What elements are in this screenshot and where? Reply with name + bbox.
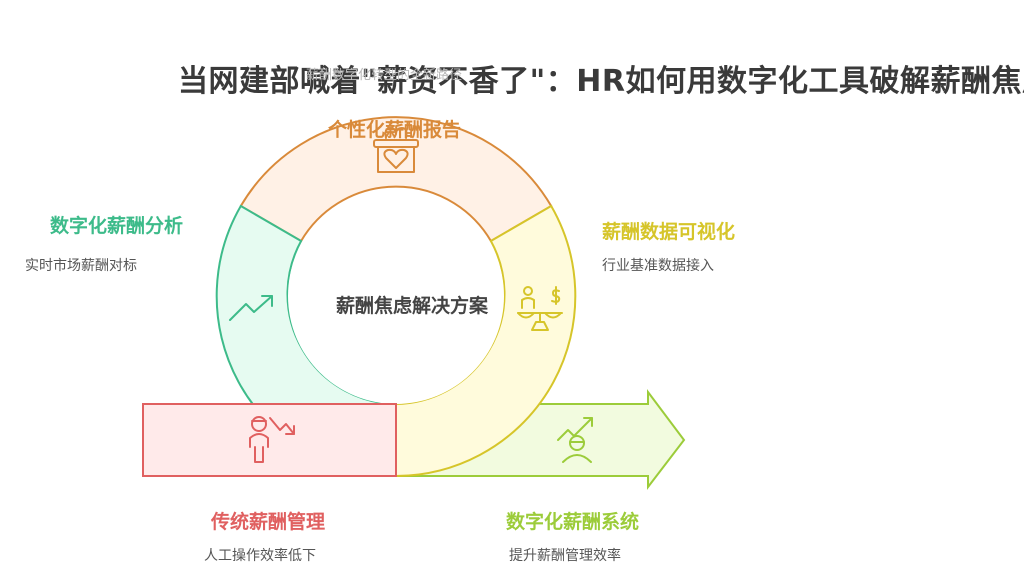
- traditional-desc: 人工操作效率低下: [204, 548, 316, 564]
- page-subtitle: 薪酬数字化转型的全新路径: [306, 68, 463, 83]
- balance-person-icon: [517, 286, 563, 331]
- visualization-desc: 行业基准数据接入: [602, 258, 714, 274]
- digital-analysis-label: 数字化薪酬分析: [50, 215, 184, 237]
- person-trending-down-icon: [249, 416, 295, 463]
- center-label: 薪酬焦虑解决方案: [336, 295, 489, 317]
- digital-system-label: 数字化薪酬系统: [506, 511, 640, 533]
- traditional-label: 传统薪酬管理: [211, 511, 326, 533]
- segment-visualization: [395, 204, 577, 478]
- personalized-report-label: 个性化薪酬报告: [328, 119, 462, 141]
- digital-analysis-desc: 实时市场薪酬对标: [25, 258, 137, 274]
- segment-personalized-report: [239, 116, 553, 243]
- center-circle: [288, 188, 504, 404]
- heart-box-icon: [373, 127, 419, 173]
- page-title: 当网建部喊着"薪资不香了"：HR如何用数字化工具破解薪酬焦虑: [178, 64, 1024, 99]
- traditional-box: [142, 403, 397, 477]
- person-trending-up-icon: [557, 417, 593, 463]
- digital-system-desc: 提升薪酬管理效率: [509, 548, 621, 564]
- visualization-label: 薪酬数据可视化: [602, 221, 736, 243]
- trending-up-icon: [229, 295, 273, 321]
